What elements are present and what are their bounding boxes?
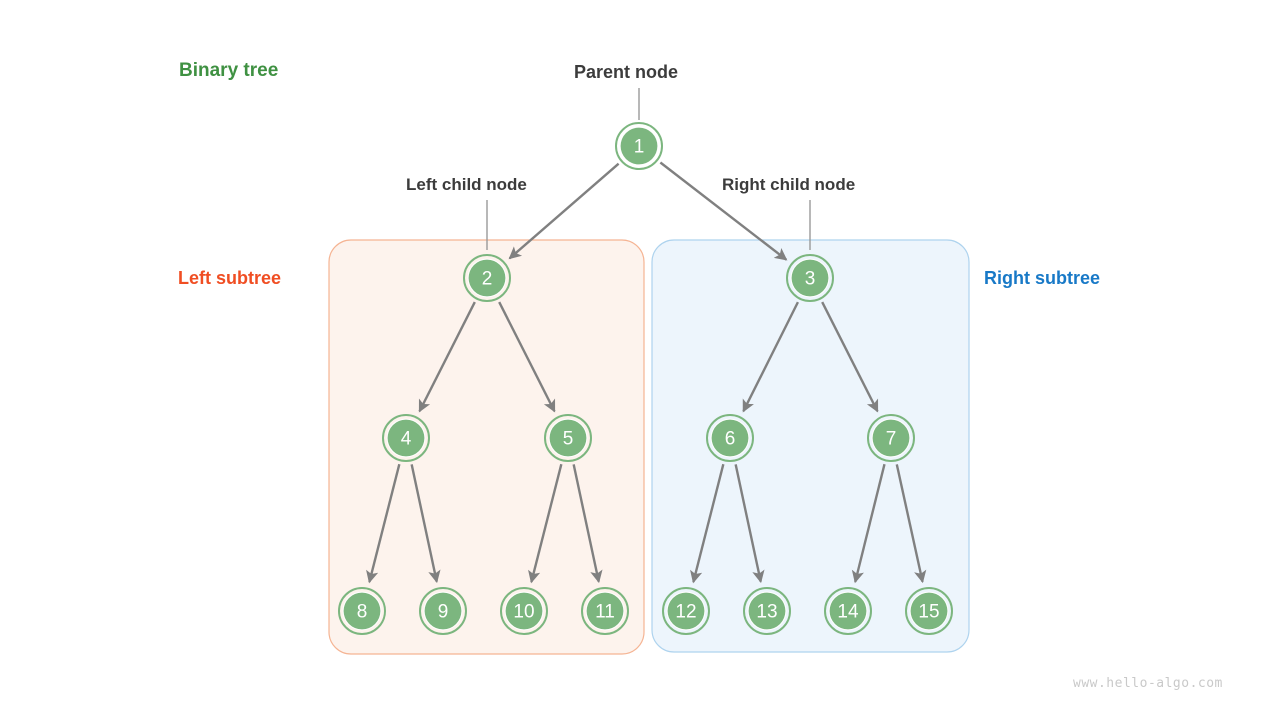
tree-edge — [690, 463, 725, 584]
tree-node-value: 3 — [805, 269, 816, 290]
tree-node: 2 — [463, 254, 511, 302]
tree-edge — [895, 464, 927, 584]
tree-node: 7 — [867, 414, 915, 462]
tree-node-value: 12 — [675, 602, 696, 623]
annotation-right-child-node: Right child node — [722, 175, 856, 194]
annotation-pointers — [486, 88, 811, 250]
tree-node: 10 — [500, 587, 548, 635]
tree-node: 14 — [824, 587, 872, 635]
page-title: Binary tree — [179, 60, 279, 81]
tree-node-value: 13 — [756, 602, 777, 623]
tree-edge — [851, 463, 886, 584]
annotation-right-subtree: Right subtree — [984, 268, 1101, 288]
tree-edge — [821, 301, 879, 413]
tree-node-value: 9 — [438, 602, 449, 623]
tree-node-value: 15 — [918, 602, 939, 623]
tree-edge — [498, 301, 556, 413]
tree-node-value: 10 — [513, 602, 534, 623]
tree-edge — [659, 161, 788, 261]
tree-node-value: 5 — [563, 429, 574, 450]
tree-edge — [572, 464, 603, 584]
tree-node-value: 8 — [357, 602, 368, 623]
tree-node: 8 — [338, 587, 386, 635]
tree-node-value: 14 — [837, 602, 859, 623]
watermark: www.hello-algo.com — [1073, 676, 1223, 691]
tree-node-value: 6 — [725, 429, 736, 450]
tree-node: 1 — [615, 122, 663, 170]
subtree-boxes — [328, 239, 970, 655]
tree-node: 4 — [382, 414, 430, 462]
tree-edge — [410, 464, 441, 584]
tree-node: 11 — [581, 587, 629, 635]
tree-node: 13 — [743, 587, 791, 635]
tree-node: 12 — [662, 587, 710, 635]
tree-node: 6 — [706, 414, 754, 462]
tree-node-value: 2 — [482, 269, 493, 290]
tree-node: 3 — [786, 254, 834, 302]
annotation-left-subtree: Left subtree — [178, 268, 282, 288]
tree-edges — [366, 161, 927, 584]
tree-node: 9 — [419, 587, 467, 635]
tree-node: 5 — [544, 414, 592, 462]
annotation-parent-node: Parent node — [574, 62, 679, 82]
tree-edge — [508, 162, 620, 260]
tree-edge — [734, 464, 765, 584]
tree-node: 15 — [905, 587, 953, 635]
tree-node-value: 4 — [401, 429, 412, 450]
annotation-left-child-node: Left child node — [406, 175, 527, 194]
tree-node-value: 1 — [634, 137, 645, 158]
tree-edge — [418, 301, 476, 413]
tree-edge — [366, 463, 401, 584]
tree-node-value: 11 — [595, 602, 615, 623]
tree-edge — [742, 301, 800, 413]
tree-node-value: 7 — [886, 429, 897, 450]
tree-edge — [528, 463, 563, 584]
